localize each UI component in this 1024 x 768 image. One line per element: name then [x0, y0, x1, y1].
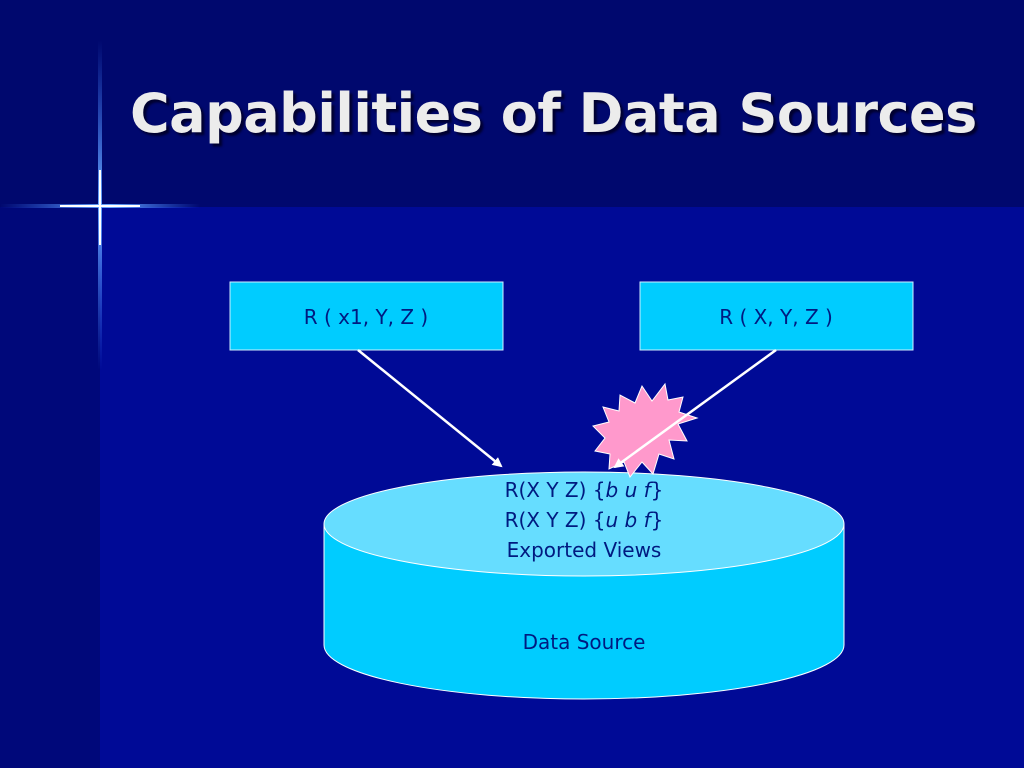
left-relation-box	[229, 281, 504, 351]
exported-view-2: R(X Y Z) {u b f}	[384, 505, 784, 535]
sparkle-decoration	[0, 40, 200, 370]
right-relation-box	[639, 281, 914, 351]
view-2-pattern: u b f	[605, 508, 651, 532]
conflict-starburst-icon	[592, 382, 699, 478]
view-2-prefix: R(X Y Z) {	[504, 508, 606, 532]
view-2-suffix: }	[650, 508, 664, 532]
left-box-label: R ( x1, Y, Z )	[303, 305, 429, 329]
view-1-prefix: R(X Y Z) {	[504, 478, 606, 502]
data-source-cylinder	[323, 471, 845, 700]
view-1-suffix: }	[650, 478, 664, 502]
right-box-label: R ( X, Y, Z )	[719, 305, 833, 329]
exported-view-1: R(X Y Z) {b u f}	[384, 475, 784, 505]
left-arrow	[357, 349, 503, 468]
exported-views-caption: Exported Views	[506, 538, 662, 562]
title-band	[0, 0, 1024, 207]
right-arrow	[613, 348, 777, 469]
data-source-label: Data Source	[522, 630, 646, 654]
view-1-pattern: b u f	[605, 478, 651, 502]
page-title: Capabilities of Data Sources	[130, 82, 977, 145]
